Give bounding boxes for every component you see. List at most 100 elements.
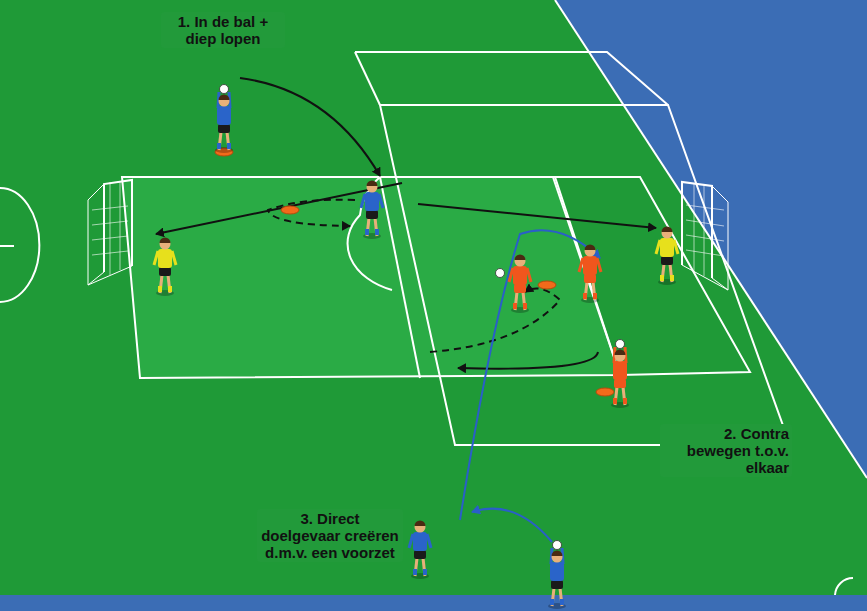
player-shorts	[218, 124, 230, 133]
training-area	[122, 177, 620, 378]
player-shorts	[514, 284, 526, 293]
marker-cone	[596, 388, 614, 396]
marker-cone	[538, 281, 556, 289]
dribble-path	[268, 200, 355, 226]
player-sock	[168, 286, 172, 292]
player-hair	[615, 350, 626, 356]
ball	[553, 541, 562, 550]
step-note: 2. Contra bewegen t.o.v. elkaar	[660, 424, 792, 477]
player-hair	[515, 255, 526, 261]
player-sock	[375, 229, 379, 235]
player-arm	[656, 240, 660, 254]
shot-arrow	[156, 183, 402, 234]
penalty-area-line	[380, 105, 790, 445]
player-shirt	[583, 256, 597, 275]
ball	[616, 340, 625, 349]
player-sock	[365, 229, 369, 235]
pitch-line	[0, 245, 14, 247]
player-sock	[158, 286, 162, 292]
penalty-arc	[348, 177, 392, 290]
player-sock	[660, 275, 664, 281]
dribble-path	[430, 288, 560, 352]
player-arm	[597, 258, 601, 272]
player-sock	[670, 275, 674, 281]
run-arrow	[240, 78, 380, 176]
player-shirt	[613, 361, 627, 380]
player-shorts	[661, 256, 673, 265]
player-arm	[361, 194, 365, 208]
player-head	[552, 552, 563, 563]
player-hair	[415, 521, 426, 527]
player-sock	[583, 293, 587, 299]
player-shorts	[614, 379, 626, 388]
player-head	[585, 246, 596, 257]
pitch-line	[380, 177, 420, 378]
player-hair	[160, 238, 171, 243]
player-head	[615, 351, 626, 362]
goal-net	[92, 181, 128, 275]
player-shirt	[660, 238, 674, 257]
player-shorts	[159, 267, 171, 276]
goal-frame	[104, 180, 132, 272]
player-arm	[427, 534, 431, 548]
player-sock	[413, 569, 417, 575]
player-sock	[513, 303, 517, 309]
player-head	[515, 256, 526, 267]
ball	[220, 85, 229, 94]
player-arm	[527, 268, 531, 282]
player-arm	[579, 258, 583, 272]
player-shirt	[365, 192, 379, 211]
player-arm	[674, 240, 678, 254]
goal-frame	[682, 182, 712, 278]
player-shirt	[158, 249, 172, 268]
player-hair	[662, 227, 673, 232]
player-shorts	[551, 580, 563, 589]
player-hair	[219, 95, 230, 101]
center-circle	[0, 188, 39, 302]
pitch-line	[355, 52, 380, 105]
step-note: 3. Direct doelgevaar creëren d.m.v. een …	[257, 509, 403, 562]
goal-area-line	[553, 177, 750, 375]
player-sock	[613, 398, 617, 404]
player-hair	[552, 551, 563, 557]
player-arm	[172, 251, 176, 265]
player-shorts	[414, 550, 426, 559]
player-head	[662, 228, 673, 239]
player-sock	[560, 599, 564, 605]
player-hair	[367, 181, 378, 186]
training-area-line	[122, 177, 620, 378]
player-arm	[154, 251, 158, 265]
players	[154, 85, 678, 610]
player-shirt	[513, 266, 527, 285]
player-shirt	[550, 562, 564, 581]
step-note: 1. In de bal + diep lopen	[161, 12, 285, 48]
left-goal	[88, 180, 132, 285]
marker-cone	[281, 206, 299, 214]
player-arm	[509, 268, 513, 282]
ball	[496, 269, 505, 278]
player-shirt	[217, 106, 231, 125]
pass-arrow	[458, 352, 598, 369]
touch-line	[555, 0, 867, 478]
player-shorts	[584, 274, 596, 283]
shot-arrow	[418, 204, 656, 228]
player-head	[219, 96, 230, 107]
player-sock	[227, 143, 231, 149]
player-head	[367, 182, 378, 193]
player-shirt	[413, 532, 427, 551]
goal-net	[686, 184, 724, 276]
pitch-line	[355, 52, 668, 105]
player-sock	[593, 293, 597, 299]
player-head	[415, 522, 426, 533]
pass-arrow	[472, 509, 552, 542]
player-hair	[585, 245, 596, 250]
corner-arc	[835, 578, 853, 595]
player-head	[160, 239, 171, 250]
player-sock	[523, 303, 527, 309]
player-sock	[550, 599, 554, 605]
cross-arrow	[460, 230, 600, 520]
player-sock	[217, 143, 221, 149]
